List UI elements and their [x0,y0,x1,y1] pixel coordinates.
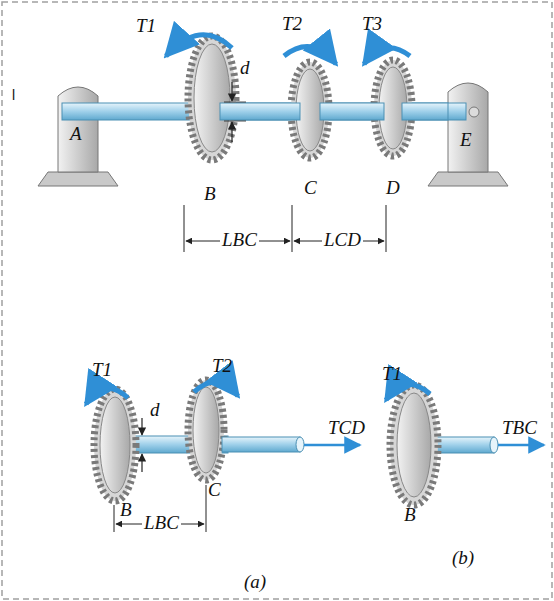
gear-letter: C [208,480,221,501]
diameter-label: d [240,58,250,79]
figure-label: (a) [244,572,266,593]
torque-label: T1 [136,16,156,37]
torque-label: T1 [382,364,402,385]
gear-letter: B [404,505,416,526]
torque-label: T1 [92,360,112,381]
torque-label: T2 [282,14,302,35]
stray-mark: l [12,88,15,103]
figure-label: (b) [452,548,474,569]
gear-letter: C [304,178,317,199]
torque-label: TBC [502,418,537,439]
support-letter: A [70,124,82,145]
length-label: LBC [220,230,259,251]
support-letter: E [460,130,472,151]
torque-label: T2 [212,356,232,377]
length-label: LBC [142,513,181,534]
torque-label: T3 [362,14,382,35]
torque-label: TCD [328,418,365,439]
gear-letter: B [120,500,132,521]
diameter-label: d [150,400,160,421]
length-label: LCD [322,230,363,251]
gear-letter: B [204,184,216,205]
gear-letter: D [386,178,400,199]
